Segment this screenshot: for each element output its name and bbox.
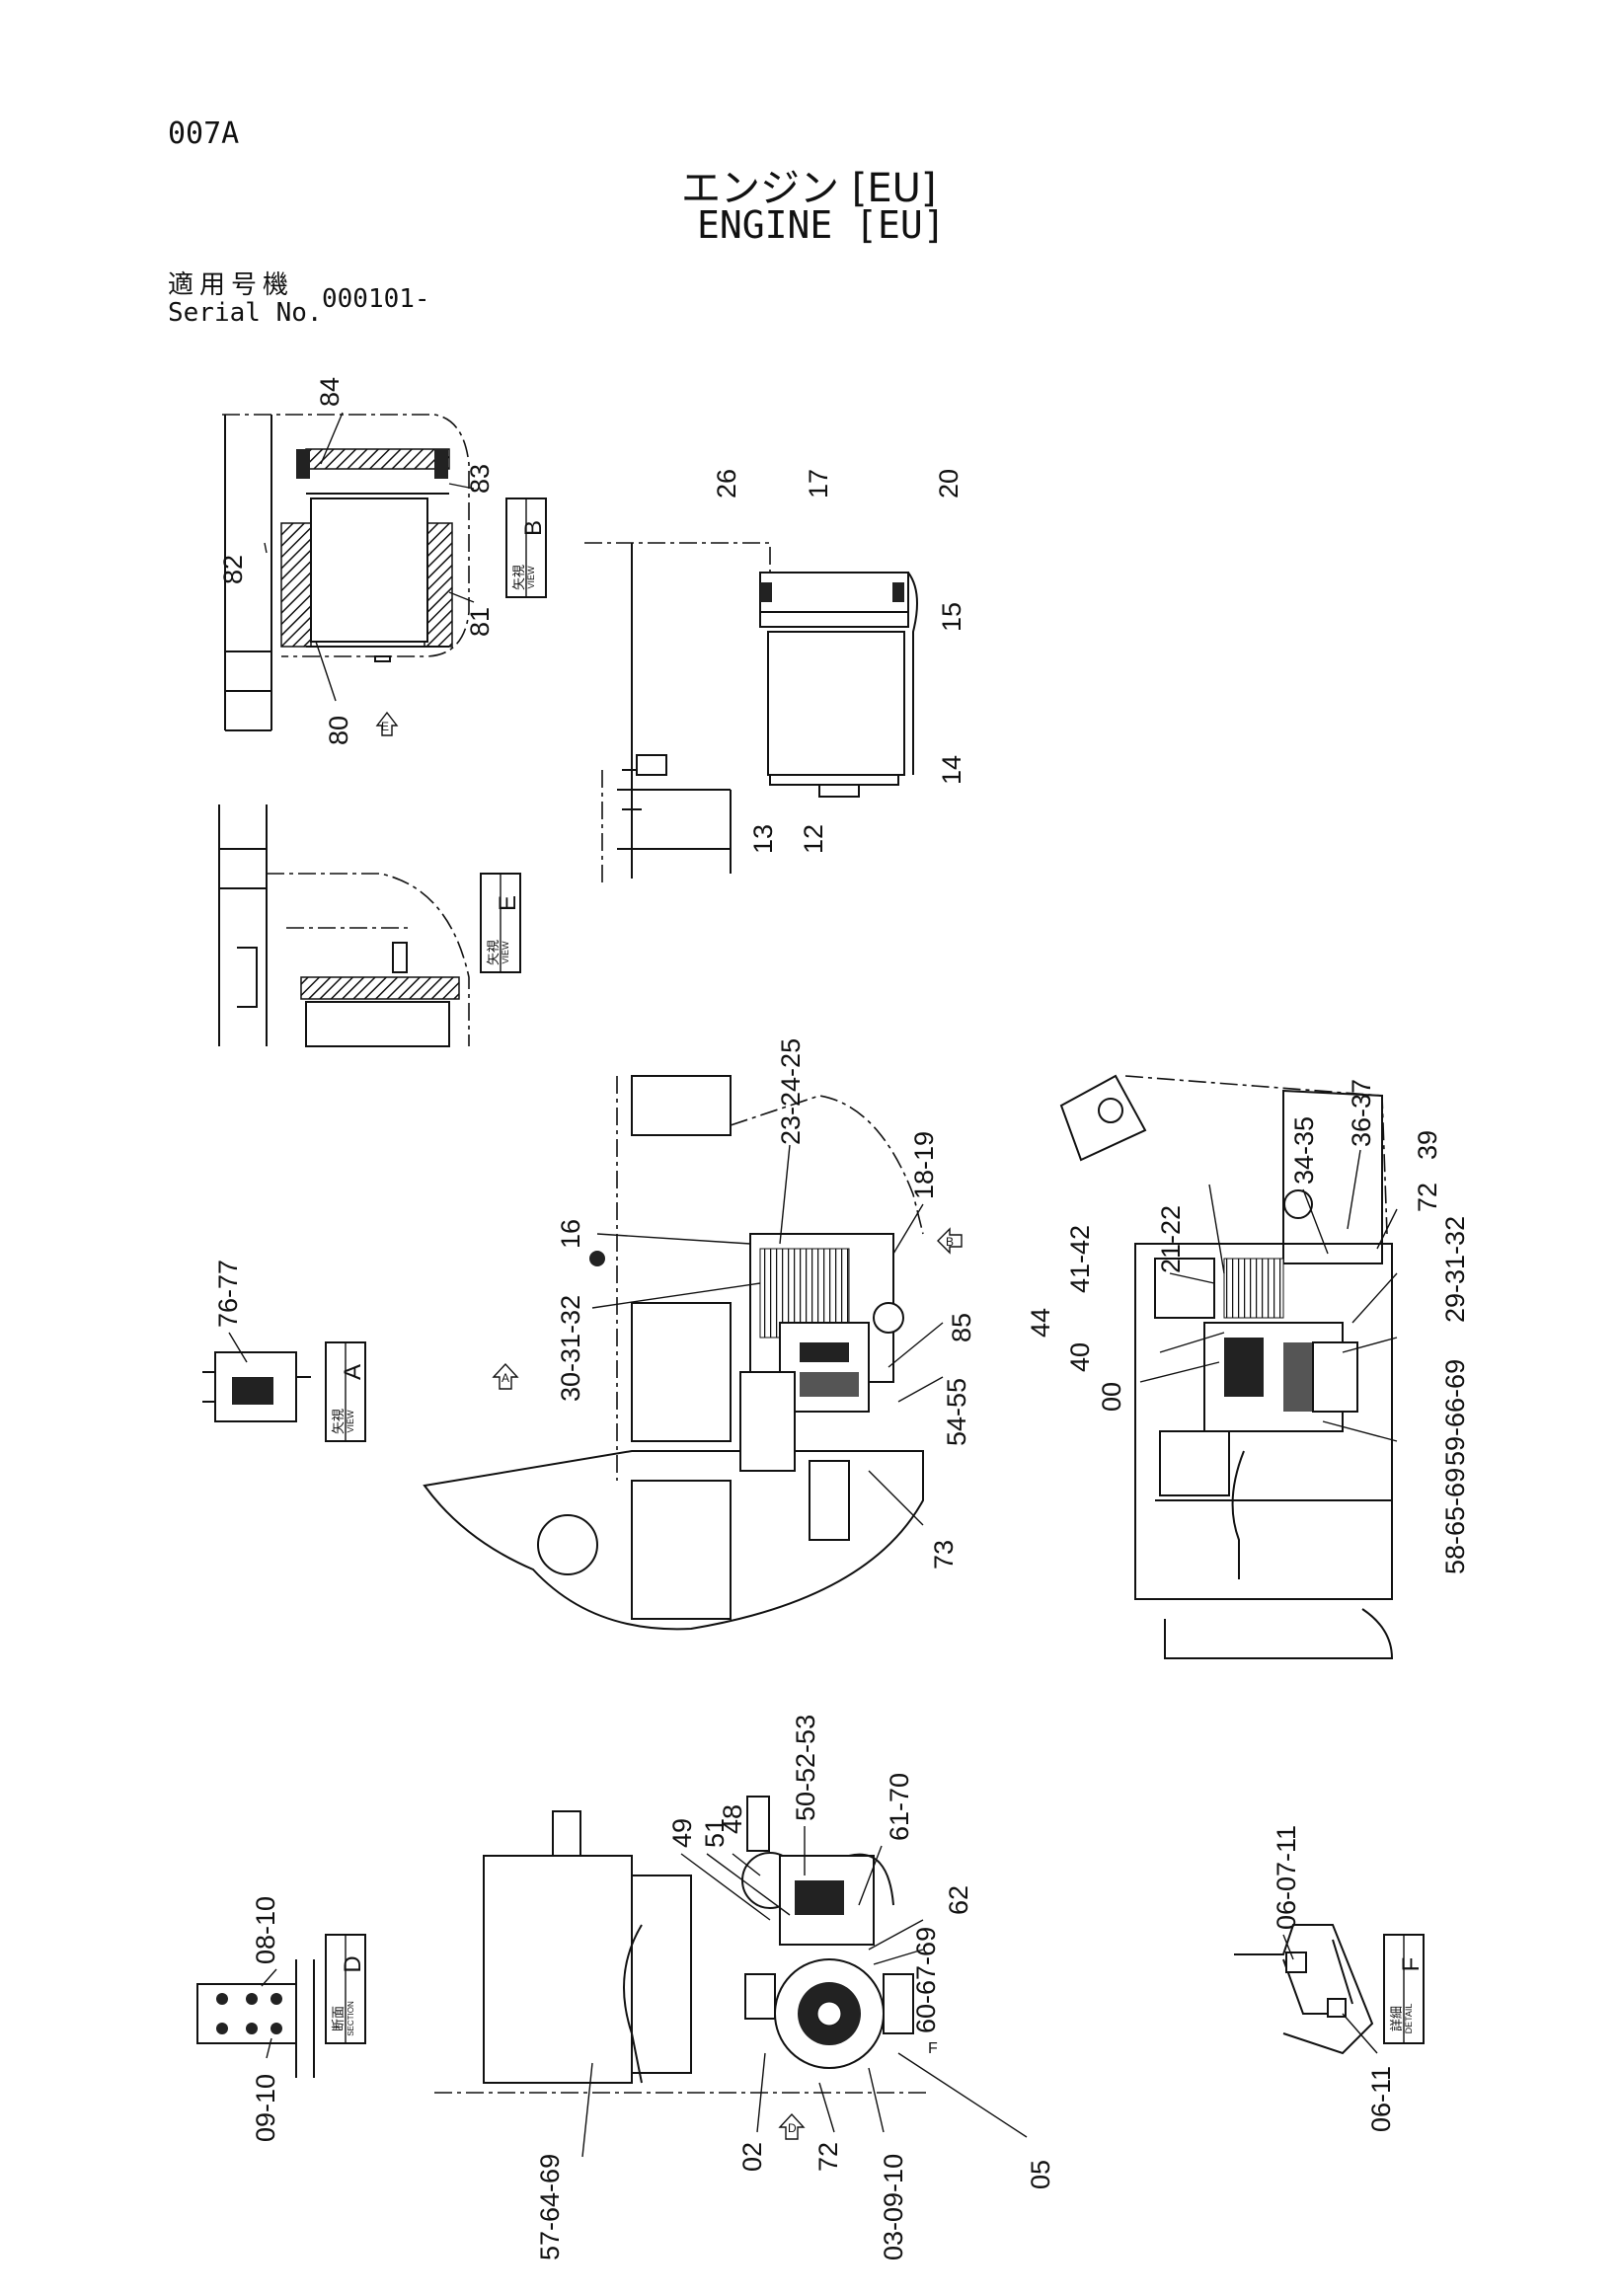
callout-82: 82 xyxy=(218,555,248,584)
callout-16: 16 xyxy=(556,1219,585,1249)
callout-17: 17 xyxy=(804,469,833,498)
arrow-letter-f: F xyxy=(928,2040,938,2057)
callout-21-22: 21-22 xyxy=(1156,1205,1186,1273)
callout-59-66-69: 59-66-69 xyxy=(1440,1359,1470,1466)
page-code: 007A xyxy=(168,116,240,151)
view-b-jp: 矢視 xyxy=(511,565,526,590)
view-a-tag: A 矢視 VIEW xyxy=(325,1341,366,1442)
callout-49: 49 xyxy=(667,1818,697,1848)
view-e-en: VIEW xyxy=(501,941,510,964)
callout-02: 02 xyxy=(737,2142,767,2172)
view-a-jp: 矢視 xyxy=(331,1409,346,1434)
view-b-tag: B 矢視 VIEW xyxy=(505,497,547,598)
view-e-tag: E 矢視 VIEW xyxy=(480,873,521,973)
callout-60-67-69: 60-67-69 xyxy=(911,1927,941,2033)
arrow-letter-b: B xyxy=(946,1235,954,1249)
callout-13: 13 xyxy=(748,824,778,854)
view-a-en: VIEW xyxy=(346,1410,355,1433)
callout-06-11: 06-11 xyxy=(1366,2066,1396,2132)
callout-48: 48 xyxy=(718,1804,747,1834)
plan-view-drawing xyxy=(423,1075,963,1631)
callout-80: 80 xyxy=(324,716,353,745)
callout-83: 83 xyxy=(465,464,495,494)
callout-39: 39 xyxy=(1413,1130,1442,1160)
callout-61-70: 61-70 xyxy=(885,1773,914,1841)
detail-f-tag: F 詳細 DETAIL xyxy=(1383,1934,1425,2044)
side-callout-lines xyxy=(1139,1149,1398,1442)
callout-15: 15 xyxy=(937,602,966,632)
serial-label-japanese: 適用号機 xyxy=(168,270,295,300)
callout-29-31-32: 29-31-32 xyxy=(1440,1216,1470,1323)
detail-f-drawing xyxy=(1234,1924,1378,2055)
title-english: ENGINE [EU] xyxy=(697,203,946,247)
callout-50-52-53: 50-52-53 xyxy=(791,1715,820,1821)
callout-57-64-69: 57-64-69 xyxy=(535,2154,565,2260)
callout-00: 00 xyxy=(1097,1382,1126,1412)
title-japanese: エンジン [EU] xyxy=(681,166,937,211)
section-d-tag: D 断面 SECTION xyxy=(325,1934,366,2044)
detail-f-en: DETAIL xyxy=(1404,2004,1414,2034)
callout-72-rear: 72 xyxy=(813,2142,843,2172)
callout-34-35: 34-35 xyxy=(1289,1116,1319,1185)
callout-05: 05 xyxy=(1026,2160,1055,2189)
callout-09-10: 09-10 xyxy=(251,2074,280,2142)
callout-51: 51 xyxy=(700,1818,730,1848)
callout-labels: 84 83 82 81 80 26 17 20 15 14 13 12 76-7… xyxy=(213,377,1470,2260)
callout-85: 85 xyxy=(947,1313,976,1342)
callout-12: 12 xyxy=(799,824,828,854)
callout-41-42: 41-42 xyxy=(1065,1225,1095,1293)
rear-callout-lines xyxy=(581,1826,1028,2158)
view-e-jp: 矢視 xyxy=(486,940,501,965)
callout-36-37: 36-37 xyxy=(1347,1079,1376,1147)
view-arrow-letters: E A B D F xyxy=(381,720,954,2135)
radiator-drawing xyxy=(584,542,918,883)
callout-81: 81 xyxy=(465,607,495,637)
callout-44: 44 xyxy=(1026,1308,1055,1338)
section-d-jp: 断面 xyxy=(331,2006,346,2031)
callout-18-19: 18-19 xyxy=(909,1131,939,1199)
view-b-drawing xyxy=(222,412,475,736)
callout-30-31-32: 30-31-32 xyxy=(556,1295,585,1402)
callout-26: 26 xyxy=(712,469,741,498)
detail-f-letter: F xyxy=(1398,1957,1425,1972)
side-view-drawing xyxy=(1059,1074,1398,1659)
serial-label-english: Serial No. xyxy=(168,298,323,328)
detail-f-jp: 詳細 xyxy=(1389,2006,1404,2031)
view-e-letter: E xyxy=(495,895,521,911)
callout-73: 73 xyxy=(929,1540,959,1569)
callout-76-77: 76-77 xyxy=(213,1260,243,1328)
rear-view-drawing xyxy=(434,1796,1028,2158)
callout-08-10: 08-10 xyxy=(251,1896,280,1964)
view-a-letter: A xyxy=(340,1364,366,1380)
view-b-en: VIEW xyxy=(526,566,536,589)
serial-number-value: 000101- xyxy=(322,284,430,314)
plan-callout-lines xyxy=(591,1144,944,1526)
callout-14: 14 xyxy=(937,755,966,785)
view-b-callout-lines xyxy=(264,412,475,702)
section-d-drawing xyxy=(196,1959,315,2078)
callout-23-24-25: 23-24-25 xyxy=(776,1038,806,1145)
section-d-letter: D xyxy=(340,1955,366,1972)
callout-20: 20 xyxy=(934,469,964,498)
view-b-letter: B xyxy=(520,520,547,536)
arrow-letter-d: D xyxy=(788,2121,797,2135)
arrow-letter-a: A xyxy=(501,1371,509,1385)
callout-54-55: 54-55 xyxy=(942,1378,971,1446)
callout-72-side: 72 xyxy=(1413,1183,1442,1212)
callout-06-07-11: 06-07-11 xyxy=(1272,1825,1301,1930)
callout-40: 40 xyxy=(1065,1342,1095,1372)
section-d-en: SECTION xyxy=(347,2001,355,2036)
callout-58-65-69: 58-65-69 xyxy=(1440,1468,1470,1574)
callout-84: 84 xyxy=(315,377,345,407)
arrow-letter-e: E xyxy=(381,720,389,733)
view-e-drawing xyxy=(218,804,470,1047)
callout-03-09-10: 03-09-10 xyxy=(879,2154,908,2260)
view-a-drawing xyxy=(202,1332,311,1422)
callout-62: 62 xyxy=(944,1885,973,1915)
